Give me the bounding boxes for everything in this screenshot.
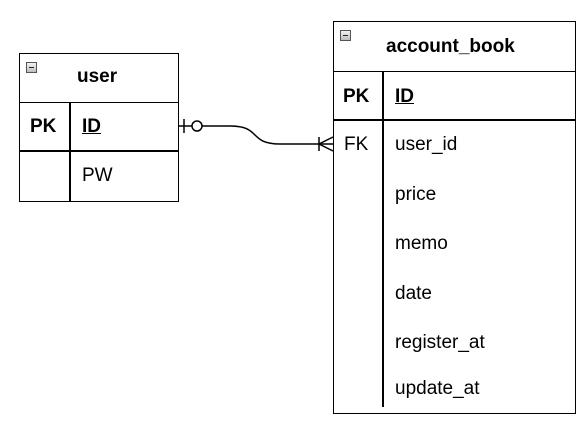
account-book-id-field[interactable]: ID bbox=[395, 86, 414, 107]
user-row-divider bbox=[20, 150, 178, 152]
account-book-pk-divider bbox=[334, 119, 575, 121]
collapse-minus-icon[interactable] bbox=[340, 30, 351, 41]
account-book-memo-field[interactable]: memo bbox=[395, 233, 448, 254]
account-book-entity-header[interactable]: account_book bbox=[334, 22, 575, 72]
account-book-pk-label: PK bbox=[343, 86, 370, 107]
account-book-entity-title: account_book bbox=[386, 36, 515, 57]
user-entity-header[interactable]: user bbox=[20, 54, 178, 103]
account-book-price-field[interactable]: price bbox=[395, 184, 437, 205]
account-book-user-id-field[interactable]: user_id bbox=[395, 134, 458, 155]
zero-circle-mark bbox=[191, 120, 203, 132]
user-entity-title: user bbox=[77, 66, 118, 87]
account-book-date-field[interactable]: date bbox=[395, 283, 432, 304]
user-id-field[interactable]: ID bbox=[82, 116, 101, 137]
user-key-column-divider bbox=[69, 102, 71, 201]
account-book-update-at-field[interactable]: update_at bbox=[395, 378, 480, 399]
account-book-key-column-divider bbox=[382, 71, 384, 407]
account-book-entity[interactable]: account_book PK ID FK user_id price memo… bbox=[333, 21, 576, 414]
relationship-line bbox=[179, 125, 333, 145]
user-pk-label: PK bbox=[30, 116, 57, 137]
user-entity[interactable]: user PK ID PW bbox=[19, 53, 179, 202]
crows-foot-upper bbox=[318, 136, 334, 145]
account-book-fk-label: FK bbox=[344, 134, 369, 155]
user-pw-field[interactable]: PW bbox=[82, 165, 113, 186]
collapse-minus-icon[interactable] bbox=[26, 62, 37, 73]
crows-foot-lower bbox=[318, 143, 334, 152]
account-book-register-at-field[interactable]: register_at bbox=[395, 332, 485, 353]
